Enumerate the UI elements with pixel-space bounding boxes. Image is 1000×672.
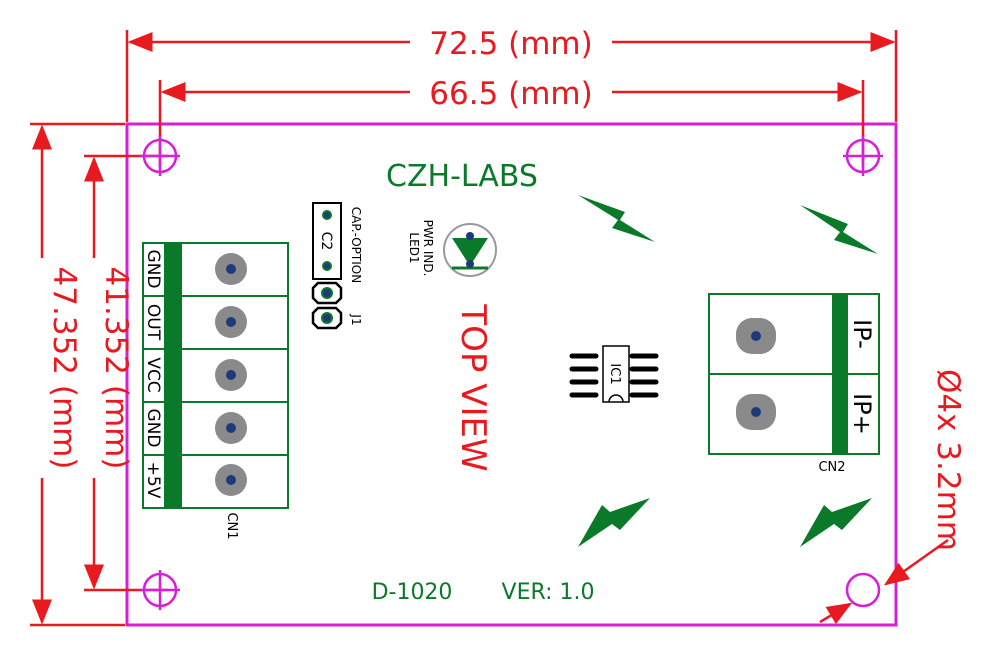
cn1-ref-label: CN1: [224, 512, 239, 539]
led1-indicator: [443, 223, 497, 277]
pwr-ind-label: PWR IND.: [421, 220, 435, 277]
mounting-hole-top-left: [140, 136, 180, 176]
cn1-pin-4-label: GND: [143, 409, 163, 448]
cn2-pin-1-label: IP-: [848, 319, 876, 349]
mounting-hole-bottom-left: [140, 570, 180, 610]
cn1-pin-2-label: OUT: [143, 304, 163, 341]
c2-capacitor: C2: [312, 202, 342, 280]
ic1-label: IC1: [607, 363, 622, 384]
cn1-pin-3-label: VCC: [143, 357, 163, 392]
mounting-hole-top-right: [843, 136, 883, 176]
high-voltage-icon: [578, 498, 650, 547]
j1-jumper: [311, 281, 343, 330]
board-outline: [125, 122, 898, 627]
cap-option-label: CAP.-OPTION: [349, 207, 363, 283]
led1-label: LED1: [407, 232, 421, 263]
j1-label: J1: [349, 313, 363, 325]
dim-hole-spacing-height: 41.352 (mm): [98, 267, 134, 470]
high-voltage-icon: [578, 195, 655, 242]
cn2-ref-label: CN2: [818, 460, 845, 475]
top-view-label: TOP VIEW: [453, 303, 493, 471]
cn2-terminal-block: IP- IP+ CN2: [708, 293, 880, 475]
high-voltage-icon: [800, 205, 878, 254]
cn1-pin-5-label: +5V: [143, 462, 163, 499]
high-voltage-icon: [800, 498, 872, 547]
cn2-pin-2-label: IP+: [848, 393, 876, 435]
version-label: VER: 1.0: [502, 580, 595, 605]
brand-label: CZH-LABS: [386, 159, 538, 194]
mounting-holes: [140, 136, 883, 610]
dim-overall-height: 47.352 (mm): [46, 267, 82, 470]
model-label: D-1020: [372, 580, 453, 605]
cn1-pin-1-label: GND: [143, 250, 163, 289]
c2-label: C2: [318, 232, 334, 251]
dim-hole-spacing-width: 66.5 (mm): [429, 76, 592, 112]
cn1-terminal-block: GND OUT VCC GND +5V CN1: [142, 242, 289, 540]
dim-mounting-holes: Ø4x 3.2mm: [930, 369, 966, 551]
high-voltage-icons: [578, 195, 878, 547]
mounting-hole-bottom-right: [845, 572, 881, 608]
dim-overall-width: 72.5 (mm): [429, 26, 592, 62]
ic1-chip: IC1: [569, 345, 659, 403]
cn1-screws: [215, 253, 247, 496]
